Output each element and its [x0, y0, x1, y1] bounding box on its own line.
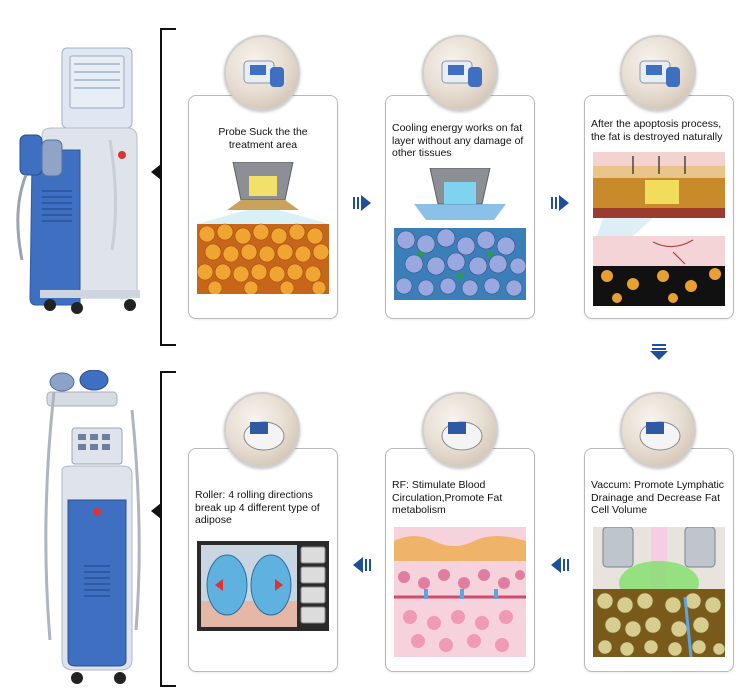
flow-arrow-left-icon	[353, 557, 371, 573]
vacuum-lymphatic-illustration	[593, 527, 725, 657]
roller-thumbnail-badge	[224, 392, 300, 468]
flow-arrow-right-icon	[353, 195, 371, 211]
roller-illustration	[197, 541, 329, 631]
step-card-rf: RF: Stimulate Blood Circulation,Promote …	[385, 448, 535, 672]
probe-thumbnail-badge	[224, 35, 300, 111]
cooling-energy-illustration	[394, 168, 526, 300]
cooling-thumbnail-badge	[422, 35, 498, 111]
step-card-probe-suck: Probe Suck the the treatment area	[188, 95, 338, 319]
apoptosis-illustration	[593, 152, 725, 306]
step-card-vacuum: Vaccum: Promote Lymphatic Drainage and D…	[584, 448, 734, 672]
step-card-roller: Roller: 4 rolling directions break up 4 …	[188, 448, 338, 672]
vacuum-thumbnail-badge	[620, 392, 696, 468]
rf-blood-circulation-illustration	[394, 527, 526, 657]
step-caption: Roller: 4 rolling directions break up 4 …	[195, 489, 320, 526]
step-card-apoptosis: After the apoptosis process, the fat is …	[584, 95, 734, 319]
probe-suction-illustration	[197, 162, 329, 294]
step-caption: After the apoptosis process, the fat is …	[591, 118, 723, 143]
flow-arrow-right-icon	[551, 195, 569, 211]
flow-arrow-down-icon	[650, 344, 668, 360]
roller-rf-machine-image	[44, 370, 141, 684]
step-caption: Probe Suck the the treatment area	[218, 126, 308, 151]
top-bracket-pointer	[151, 164, 161, 180]
rf-thumbnail-badge	[422, 392, 498, 468]
step-caption: Cooling energy works on fat layer withou…	[392, 122, 524, 159]
top-group-bracket	[160, 28, 176, 346]
bottom-bracket-pointer	[151, 503, 161, 519]
bottom-group-bracket	[160, 371, 176, 687]
flow-arrow-left-icon	[551, 557, 569, 573]
cryolipolysis-machine-image	[16, 47, 140, 314]
step-caption: Vaccum: Promote Lymphatic Drainage and D…	[591, 479, 725, 516]
apoptosis-thumbnail-badge	[620, 35, 696, 111]
step-card-cooling: Cooling energy works on fat layer withou…	[385, 95, 535, 319]
step-caption: RF: Stimulate Blood Circulation,Promote …	[392, 479, 503, 516]
